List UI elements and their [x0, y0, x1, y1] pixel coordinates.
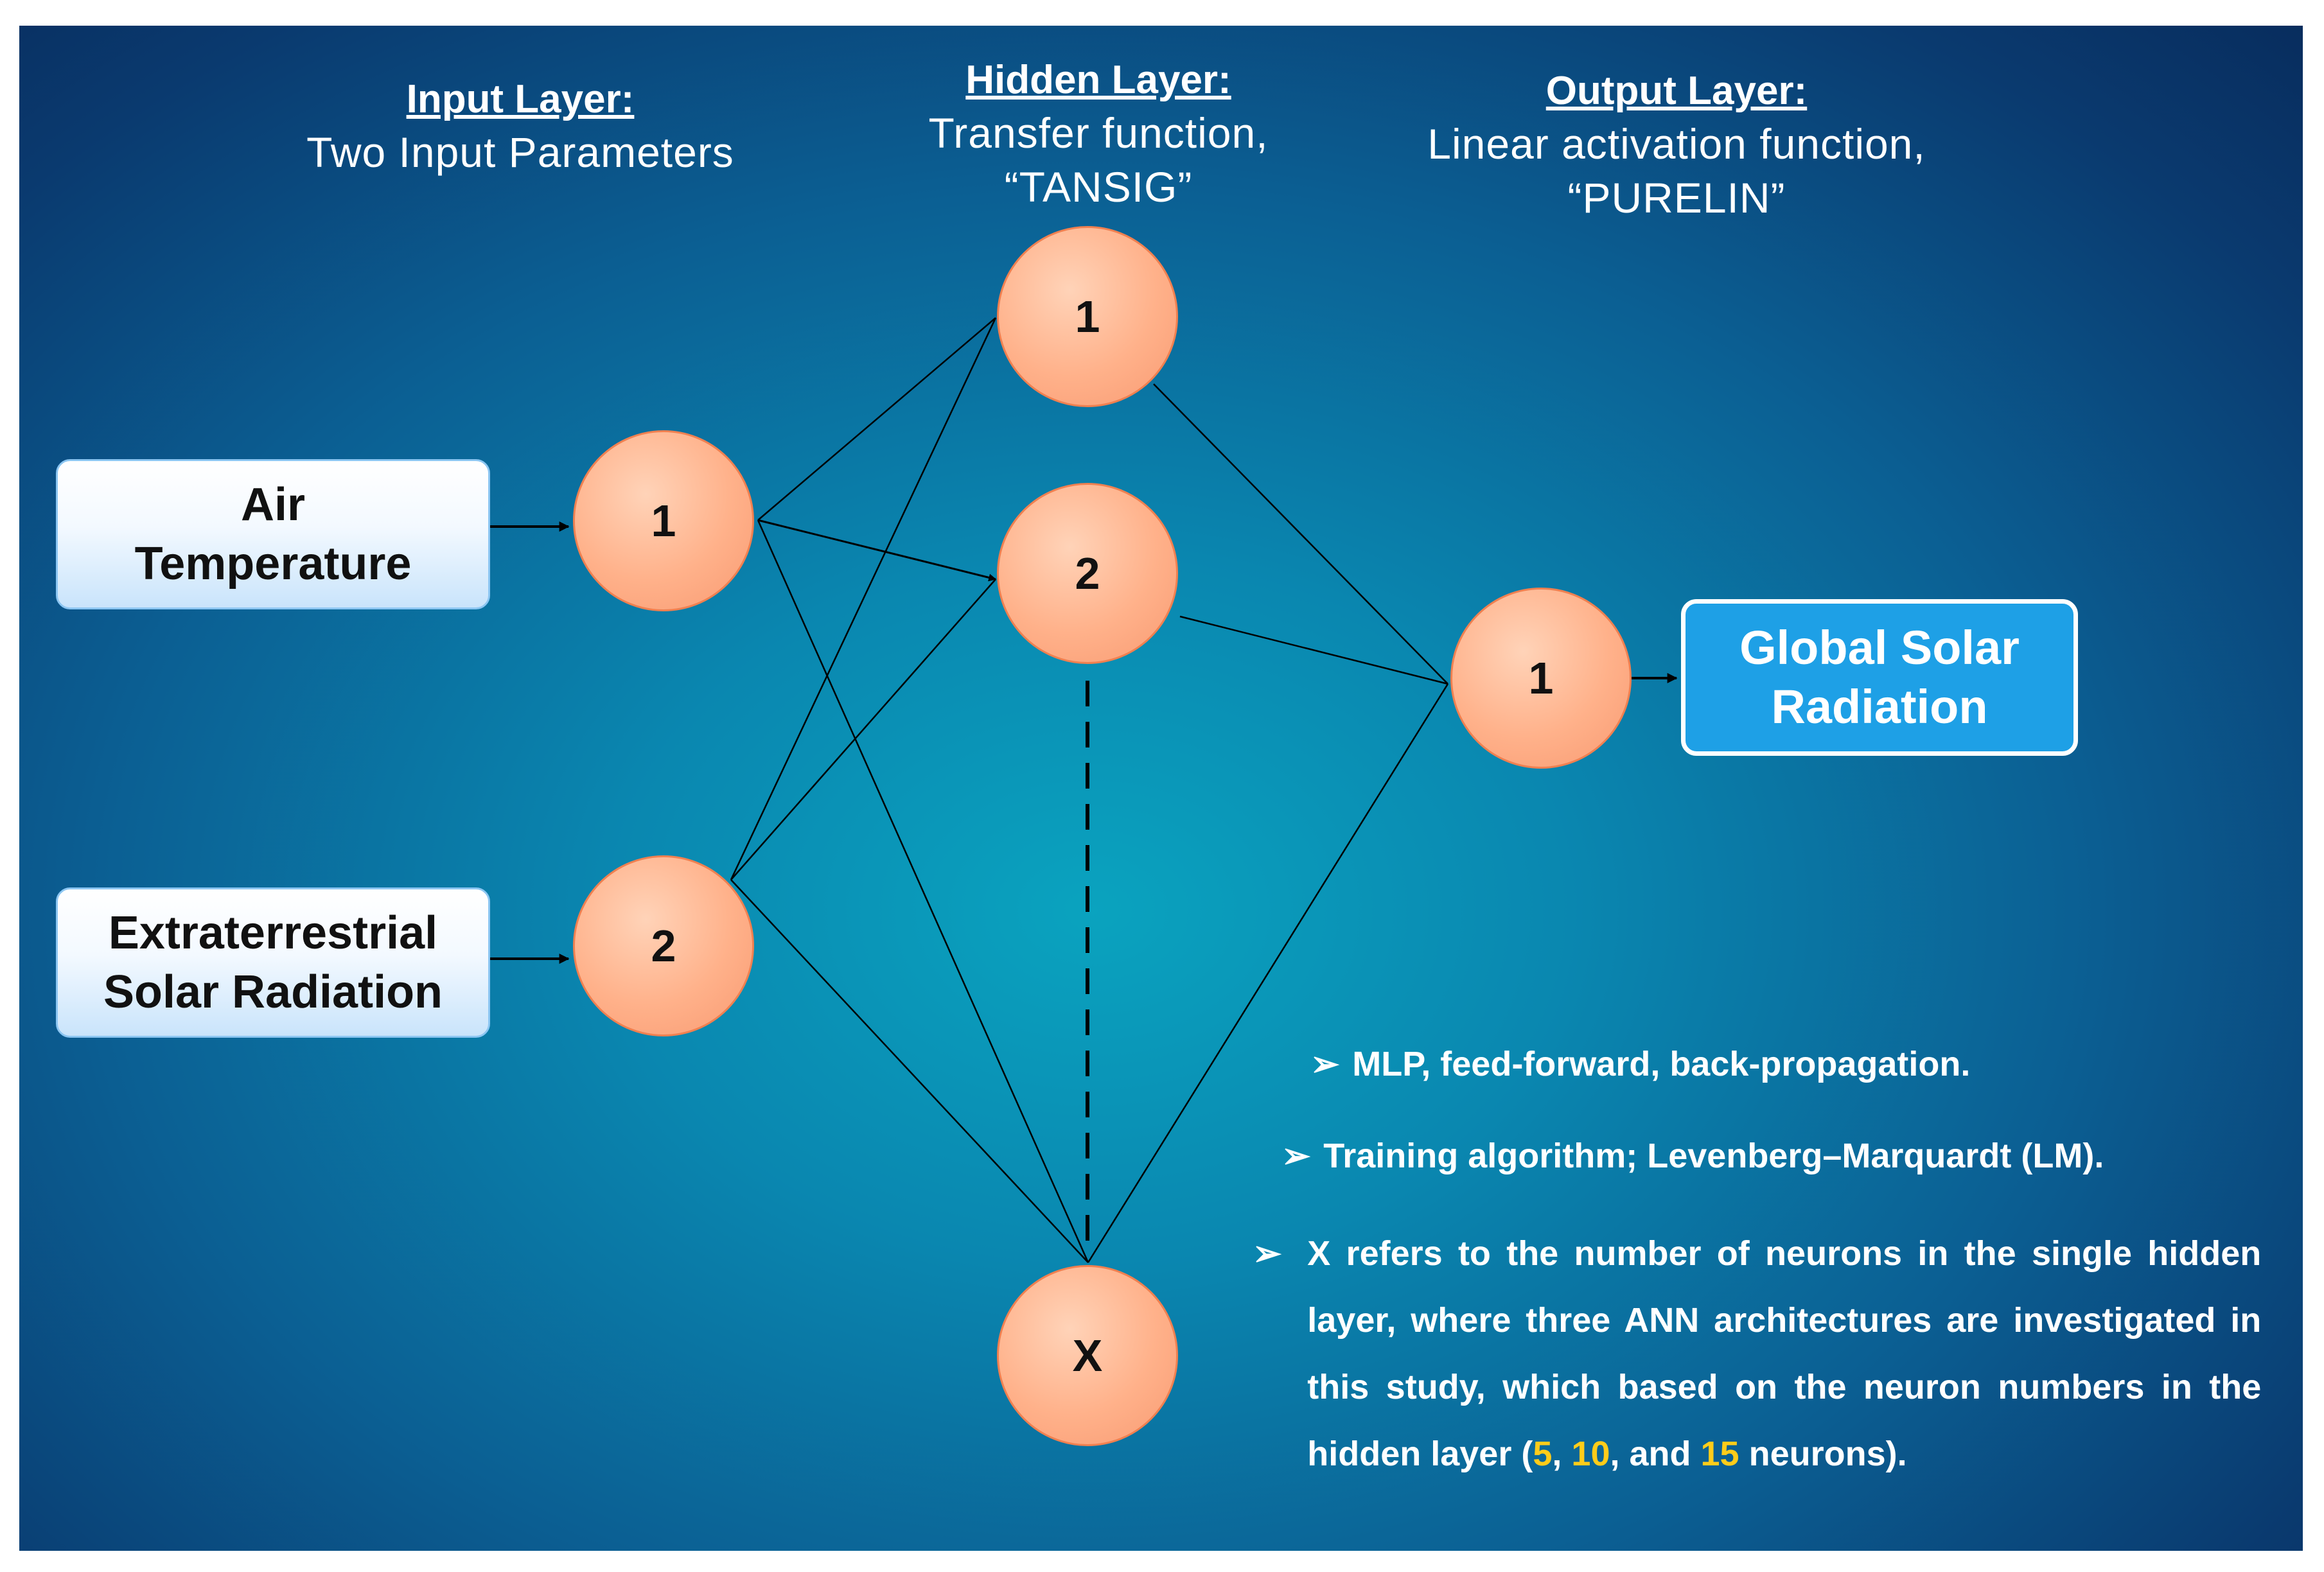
edge-i2-h1	[730, 317, 997, 880]
arrowhead-bullet-icon: ➢	[1253, 1234, 1282, 1273]
input-layer-header: Input Layer: Two Input Parameters	[244, 74, 797, 179]
note-mlp: ➢ MLP, feed-forward, back-propagation.	[1310, 1044, 1970, 1084]
note-training: ➢ Training algorithm; Levenberg–Marquardt…	[1281, 1135, 2104, 1176]
note-x-text: X refers to the number of neurons in the…	[1307, 1220, 2261, 1487]
note-x-sep2: , and	[1610, 1435, 1701, 1473]
note-x-number-15: 15	[1700, 1435, 1739, 1473]
edge-h1-o1	[1153, 383, 1448, 685]
arrowhead-bullet-icon: ➢	[1281, 1137, 1311, 1175]
arrowhead-bullet-icon: ➢	[1310, 1045, 1340, 1083]
hidden-node-1: 1	[997, 226, 1178, 407]
diagram-panel: Input Layer: Two Input Parameters Hidden…	[19, 26, 2303, 1551]
input-box-line1: Air	[240, 479, 306, 530]
edge-i1-hx	[757, 520, 1089, 1263]
edge-i1-h2	[757, 519, 997, 582]
hidden-layer-title: Hidden Layer:	[965, 58, 1231, 102]
output-layer-subtitle-line1: Linear activation function,	[1427, 120, 1926, 168]
node-label: 2	[651, 921, 676, 971]
edge-hx-o1	[1087, 683, 1449, 1263]
note-x-number-5: 5	[1533, 1435, 1553, 1473]
node-label: 2	[1075, 548, 1100, 598]
output-box-global-solar-radiation: Global Solar Radiation	[1681, 599, 2078, 756]
input-node-2: 2	[573, 855, 754, 1036]
hidden-node-x: X	[997, 1265, 1178, 1446]
edge-i1-h1	[757, 317, 996, 521]
node-label: 1	[1075, 292, 1100, 342]
output-box-line1: Global Solar	[1739, 621, 2020, 674]
edge-i2-h2	[730, 579, 996, 880]
hidden-layer-subtitle-line1: Transfer function,	[928, 109, 1269, 157]
output-node-1: 1	[1450, 588, 1632, 769]
input-box-line1: Extraterrestrial	[108, 907, 438, 959]
input-box-line2: Temperature	[134, 538, 412, 590]
output-box-line2: Radiation	[1771, 680, 1988, 733]
note-x-prefix: X refers to the number of neurons in the…	[1307, 1234, 2262, 1473]
note-training-text: Training algorithm; Levenberg–Marquardt …	[1323, 1137, 2104, 1175]
hidden-layer-header: Hidden Layer: Transfer function, “TANSIG…	[854, 55, 1342, 214]
note-mlp-text: MLP, feed-forward, back-propagation.	[1352, 1045, 1971, 1083]
hidden-node-2: 2	[997, 483, 1178, 664]
edge-i2-hx	[730, 879, 1089, 1263]
note-x-number-10: 10	[1571, 1435, 1610, 1473]
output-layer-subtitle-line2: “PURELIN”	[1567, 174, 1786, 222]
edge-h2-o1	[1179, 615, 1448, 685]
note-x-sep1: ,	[1552, 1435, 1572, 1473]
input-box-extraterrestrial-solar-radiation: Extraterrestrial Solar Radiation	[56, 887, 490, 1038]
output-layer-header: Output Layer: Linear activation function…	[1355, 66, 1998, 225]
output-layer-title: Output Layer:	[1545, 69, 1808, 113]
input-node-1: 1	[573, 430, 754, 611]
input-box-air-temperature: Air Temperature	[56, 459, 490, 609]
input-layer-title: Input Layer:	[406, 77, 635, 121]
connections	[488, 317, 1678, 1263]
input-layer-subtitle: Two Input Parameters	[306, 128, 734, 176]
note-x-suffix: neurons).	[1739, 1435, 1907, 1473]
note-x-definition: ➢ X refers to the number of neurons in t…	[1253, 1220, 2280, 1487]
node-label: X	[1072, 1331, 1103, 1381]
node-label: 1	[651, 496, 676, 546]
node-label: 1	[1528, 653, 1554, 703]
hidden-layer-subtitle-line2: “TANSIG”	[1004, 163, 1193, 211]
input-box-line2: Solar Radiation	[103, 966, 443, 1018]
